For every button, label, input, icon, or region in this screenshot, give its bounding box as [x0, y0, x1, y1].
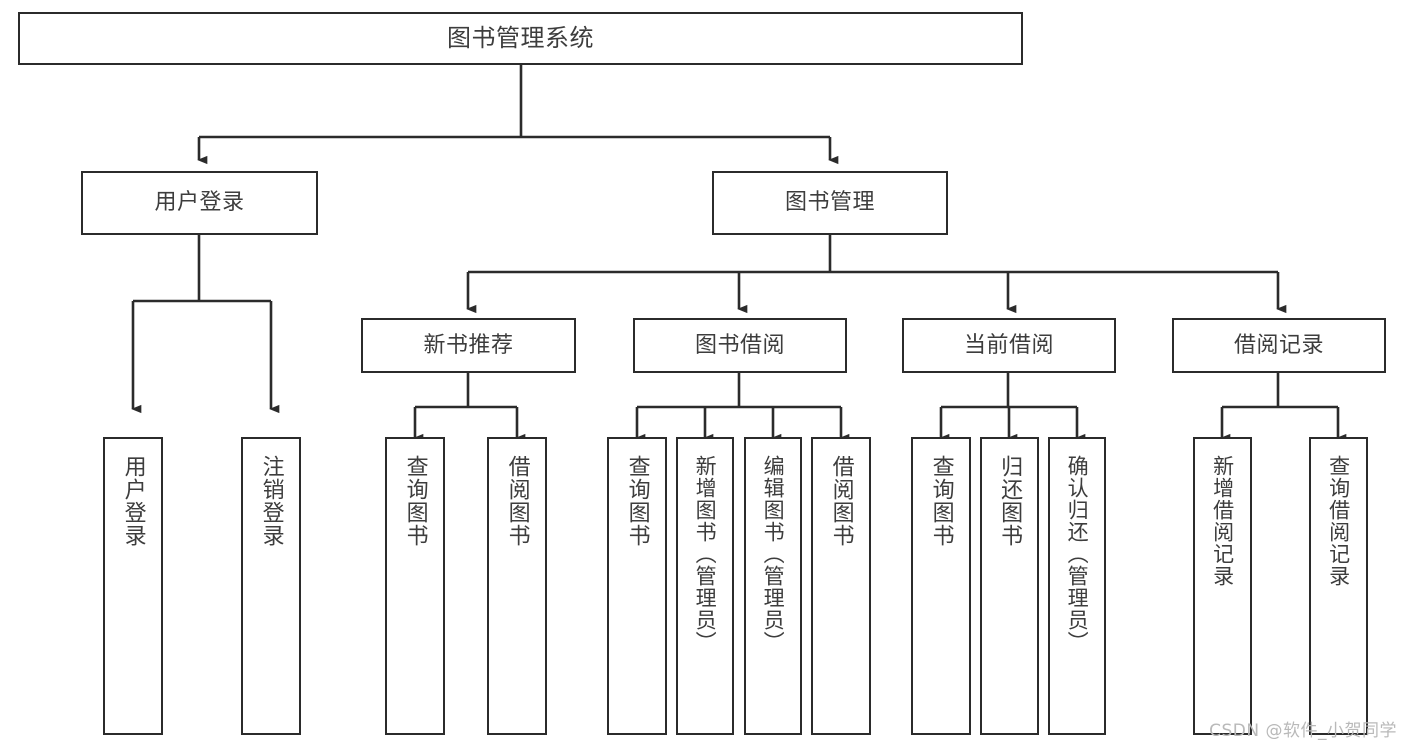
node-leaf-borrow-book-1-label: 查询图书: [624, 455, 650, 547]
node-book-borrow[interactable]: 图书借阅: [633, 318, 847, 373]
node-leaf-borrow-book-2[interactable]: 新增图书（管理员）: [676, 437, 734, 735]
node-book-management-label: 图书管理: [784, 190, 875, 216]
node-leaf-user-login-2[interactable]: 注销登录: [241, 437, 301, 735]
node-leaf-new-book-2-label: 借阅图书: [504, 455, 530, 547]
node-leaf-borrow-record-2-label: 查询借阅记录: [1326, 455, 1351, 587]
node-leaf-user-login-2-label: 注销登录: [258, 455, 284, 547]
node-new-book-recommend[interactable]: 新书推荐: [361, 318, 576, 373]
node-book-management[interactable]: 图书管理: [712, 171, 948, 235]
node-leaf-borrow-record-2[interactable]: 查询借阅记录: [1309, 437, 1368, 735]
node-new-book-recommend-label: 新书推荐: [423, 332, 514, 358]
node-borrow-record-label: 借阅记录: [1233, 332, 1324, 358]
node-current-borrow[interactable]: 当前借阅: [902, 318, 1116, 373]
node-leaf-current-borrow-3-label: 确认归还（管理员）: [1065, 455, 1090, 653]
node-leaf-borrow-book-4-label: 借阅图书: [828, 455, 854, 547]
node-leaf-current-borrow-2[interactable]: 归还图书: [980, 437, 1039, 735]
node-leaf-borrow-book-2-label: 新增图书（管理员）: [693, 455, 718, 653]
node-root-label: 图书管理系统: [447, 24, 594, 53]
node-leaf-borrow-book-4[interactable]: 借阅图书: [811, 437, 871, 735]
node-leaf-borrow-book-1[interactable]: 查询图书: [607, 437, 667, 735]
node-root[interactable]: 图书管理系统: [18, 12, 1023, 65]
node-leaf-borrow-record-1-label: 新增借阅记录: [1210, 455, 1235, 587]
node-leaf-new-book-1-label: 查询图书: [402, 455, 428, 547]
node-leaf-borrow-record-1[interactable]: 新增借阅记录: [1193, 437, 1252, 735]
node-leaf-borrow-book-3-label: 编辑图书（管理员）: [761, 455, 786, 653]
node-current-borrow-label: 当前借阅: [963, 332, 1054, 358]
node-user-login[interactable]: 用户登录: [81, 171, 318, 235]
node-leaf-current-borrow-3[interactable]: 确认归还（管理员）: [1048, 437, 1106, 735]
node-leaf-current-borrow-1-label: 查询图书: [928, 455, 954, 547]
node-user-login-label: 用户登录: [154, 190, 245, 216]
node-leaf-new-book-1[interactable]: 查询图书: [385, 437, 445, 735]
csdn-watermark: CSDN @软件_小贺同学: [1209, 721, 1397, 741]
node-borrow-record[interactable]: 借阅记录: [1172, 318, 1386, 373]
node-leaf-current-borrow-2-label: 归还图书: [997, 455, 1023, 547]
node-leaf-new-book-2[interactable]: 借阅图书: [487, 437, 547, 735]
node-leaf-user-login-1[interactable]: 用户登录: [103, 437, 163, 735]
node-book-borrow-label: 图书借阅: [694, 332, 785, 358]
node-leaf-user-login-1-label: 用户登录: [120, 455, 146, 547]
node-leaf-current-borrow-1[interactable]: 查询图书: [911, 437, 971, 735]
node-leaf-borrow-book-3[interactable]: 编辑图书（管理员）: [744, 437, 802, 735]
